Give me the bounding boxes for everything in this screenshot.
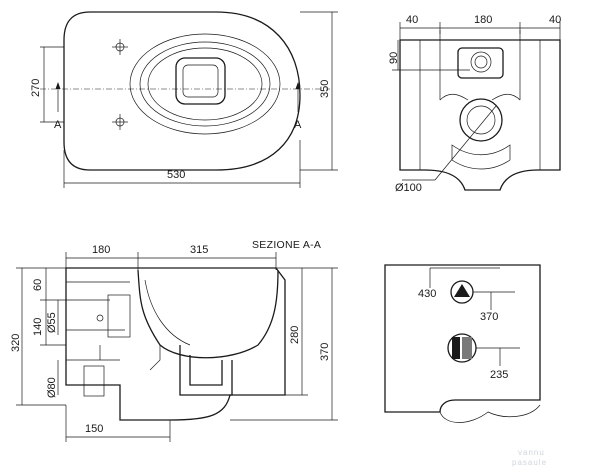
dim-section-140: 140 — [32, 318, 44, 336]
dim-section-60: 60 — [32, 279, 44, 291]
top-seat-hole-inner — [182, 64, 219, 98]
watermark-line2: pasaule — [512, 458, 547, 467]
top-seat-hole — [175, 57, 226, 105]
top-view-outline — [63, 11, 301, 171]
dim-front-diameter: Ø100 — [395, 182, 422, 194]
dim-section-315: 315 — [190, 244, 208, 256]
dim-section-280: 280 — [289, 326, 301, 344]
front-top-pipe — [470, 51, 492, 73]
top-view: A A 270 350 530 — [30, 11, 338, 188]
dim-front-90: 90 — [388, 52, 400, 64]
dim-wall-370: 370 — [480, 311, 498, 323]
dim-front-40-left: 40 — [406, 14, 418, 26]
top-bowl-inner — [147, 47, 263, 121]
dim-top-270: 270 — [30, 79, 42, 97]
top-fixing-hole-upper — [112, 39, 128, 55]
front-view-outline — [399, 39, 561, 191]
dim-top-530: 530 — [167, 169, 185, 181]
cut-label-right: A — [294, 119, 302, 131]
dim-section-320: 320 — [10, 334, 22, 352]
wall-drain-symbol — [447, 333, 477, 363]
dim-section-150: 150 — [85, 423, 103, 435]
dim-front-180: 180 — [474, 14, 492, 26]
wall-inlet-symbol — [450, 280, 474, 304]
top-bowl-rim-inner — [139, 41, 271, 127]
dim-wall-430: 430 — [418, 288, 436, 300]
dim-front-40-right: 40 — [549, 14, 561, 26]
dim-section-80: Ø80 — [46, 377, 58, 398]
front-view: 40 180 40 90 Ø100 — [388, 14, 561, 194]
wall-view: 430 370 235 — [384, 264, 541, 423]
section-outline — [65, 267, 286, 421]
front-drain-outer — [459, 98, 503, 142]
front-drain-inner — [466, 105, 496, 135]
dim-section-370: 370 — [319, 343, 331, 361]
cut-label-left: A — [54, 119, 62, 131]
section-bowl — [137, 269, 279, 359]
section-title: SEZIONE A-A — [252, 239, 321, 251]
section-view: SEZIONE A-A 180 315 320 60 140 Ø55 — [10, 239, 338, 442]
top-fixing-hole-lower — [112, 114, 128, 130]
watermark-line1: vannu — [518, 448, 545, 457]
section-trap — [179, 345, 233, 396]
dim-top-350: 350 — [319, 80, 331, 98]
dim-section-180: 180 — [92, 244, 110, 256]
section-inlet — [107, 294, 131, 338]
watermark: vannu pasaule — [512, 448, 547, 467]
dim-wall-235: 235 — [490, 369, 508, 381]
top-bowl-rim-outer — [129, 33, 281, 135]
dim-section-55: Ø55 — [46, 312, 58, 333]
front-top-opening — [457, 47, 504, 79]
wall-view-outline — [384, 264, 541, 413]
